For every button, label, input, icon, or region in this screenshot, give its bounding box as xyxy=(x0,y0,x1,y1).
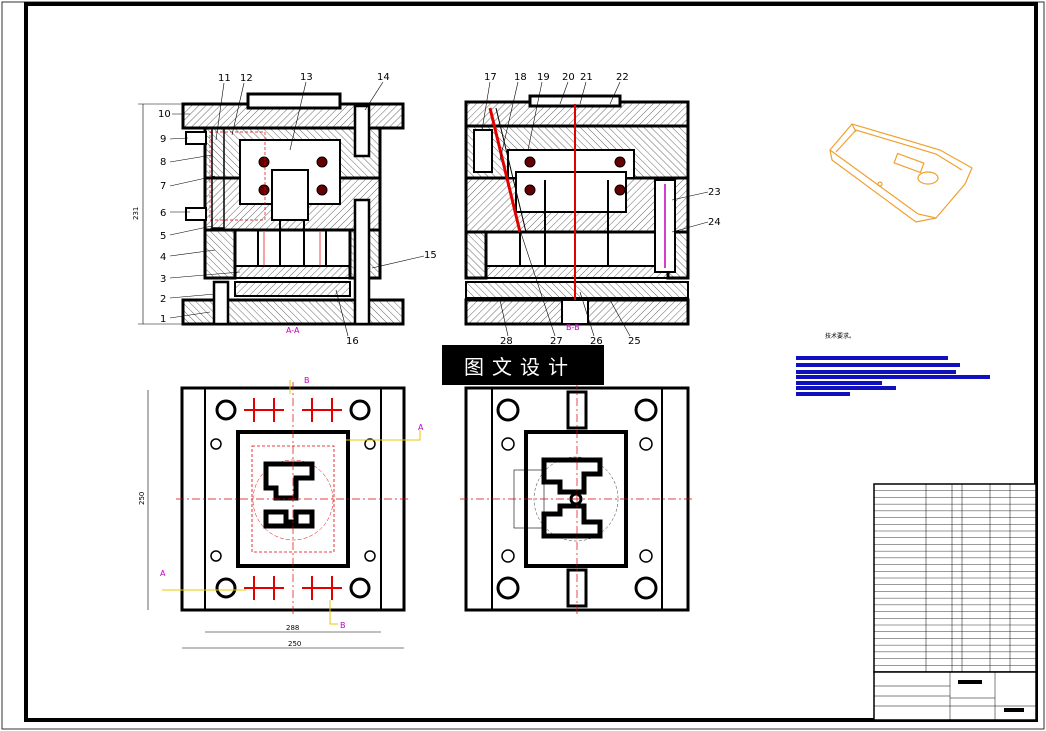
tech-req-title: 技术要求。 xyxy=(825,332,855,340)
part-label-13: 13 xyxy=(300,72,313,83)
plan-view-fixed-half xyxy=(460,382,694,616)
part-label-28: 28 xyxy=(500,336,513,347)
section-bb-view xyxy=(464,94,690,326)
part-label-12: 12 xyxy=(240,73,253,84)
part-label-25: 25 xyxy=(628,336,641,347)
title-block xyxy=(873,671,1037,721)
part-label-21: 21 xyxy=(580,72,593,83)
dim-width-outer: 250 xyxy=(288,640,301,648)
part-label-8: 8 xyxy=(160,157,166,168)
section-markers: B A A B xyxy=(160,376,424,630)
part-label-14: 14 xyxy=(377,72,390,83)
part-label-6: 6 xyxy=(160,208,166,219)
drawing-frame xyxy=(24,2,1038,722)
section-aa-view xyxy=(181,92,405,326)
part-label-15: 15 xyxy=(424,250,437,261)
part-label-4: 4 xyxy=(160,252,166,263)
part-labels-top-a: 11 12 13 14 15 16 A-A xyxy=(215,72,437,347)
part-label-5: 5 xyxy=(160,231,166,242)
part-label-26: 26 xyxy=(590,336,603,347)
part-label-18: 18 xyxy=(514,72,527,83)
part-labels-left: 1 2 3 4 5 6 7 8 9 10 xyxy=(158,109,241,325)
part-label-24: 24 xyxy=(708,217,721,228)
part-label-22: 22 xyxy=(616,72,629,83)
section-marker-a-right: A xyxy=(418,423,424,432)
section-bb-label: B-B xyxy=(566,323,580,332)
dim-plan-height: 250 xyxy=(138,492,146,505)
dim-height-group: 2 3 1 xyxy=(132,103,183,325)
dim-height: 231 xyxy=(132,207,140,220)
part-label-11: 11 xyxy=(218,73,231,84)
banner-text: 图文设计 xyxy=(464,355,576,379)
dim-plan-group: 250 288 250 xyxy=(138,390,404,649)
part-label-1: 1 xyxy=(160,314,166,325)
section-marker-b-top: B xyxy=(304,376,310,385)
part-label-2: 2 xyxy=(160,294,166,305)
section-aa-label: A-A xyxy=(286,326,300,335)
parts-list-table xyxy=(873,483,1037,673)
part-label-23: 23 xyxy=(708,187,721,198)
dim-width-inner: 288 xyxy=(286,624,299,632)
section-marker-a-left: A xyxy=(160,569,166,578)
section-marker-b-bottom: B xyxy=(340,621,346,630)
part-label-19: 19 xyxy=(537,72,550,83)
plan-view-moving-half xyxy=(176,382,410,616)
product-3d-sketch xyxy=(829,123,973,223)
bom-rows xyxy=(874,490,1036,666)
part-labels-top-b: 17 18 19 20 21 22 23 24 25 26 27 28 B-B xyxy=(481,72,721,347)
part-label-7: 7 xyxy=(160,181,166,192)
watermark-banner: 图文设计 xyxy=(442,345,604,385)
part-label-16: 16 xyxy=(346,336,359,347)
part-label-20: 20 xyxy=(562,72,575,83)
part-label-10: 10 xyxy=(158,109,171,120)
tech-requirements: 技术要求。 xyxy=(796,332,990,396)
part-label-17: 17 xyxy=(484,72,497,83)
part-label-27: 27 xyxy=(550,336,563,347)
part-label-9: 9 xyxy=(160,134,166,145)
part-label-3: 3 xyxy=(160,274,166,285)
